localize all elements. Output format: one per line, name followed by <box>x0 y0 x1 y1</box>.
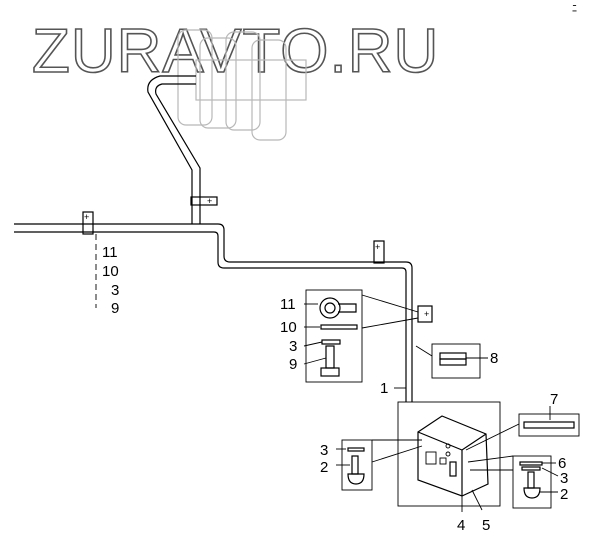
left-bolt-callout-2: 2 <box>320 459 328 476</box>
watermark-text: ZURAVTO.RU <box>32 17 439 86</box>
right-bolt-callout-2: 2 <box>560 486 568 503</box>
left-callout-9: 9 <box>111 300 119 317</box>
svg-text:+: + <box>207 196 212 206</box>
left-callout-11: 11 <box>102 244 118 261</box>
right-bolt-callout-3: 3 <box>560 470 568 487</box>
strip-callout: 7 <box>550 391 558 408</box>
clip-callout-9: 9 <box>289 356 297 373</box>
svg-text:+: + <box>375 242 380 252</box>
svg-text:+: + <box>84 212 89 222</box>
control-box-detail: 4 5 <box>397 401 501 534</box>
box-callout-5: 5 <box>482 517 490 534</box>
pipe-callout: 1 <box>380 380 388 397</box>
left-callout-3: 3 <box>111 282 119 299</box>
left-callout-stack: 11 10 3 9 <box>102 244 119 317</box>
strip-detail: 7 <box>465 391 580 451</box>
right-bolt-callout-6: 6 <box>558 455 566 472</box>
engine-block <box>177 29 307 141</box>
left-bolt-detail: 3 2 <box>320 439 423 491</box>
clip-callout-3: 3 <box>289 338 297 355</box>
clip-callout-11: 11 <box>280 296 296 313</box>
left-callout-10: 10 <box>102 263 119 280</box>
left-bolt-callout-3: 3 <box>320 442 328 459</box>
clip-callout-10: 10 <box>280 319 297 336</box>
pipe-line <box>14 75 413 402</box>
right-bolt-detail: 6 3 2 <box>467 455 568 509</box>
grommet-detail: 8 <box>415 343 498 379</box>
box-callout-4: 4 <box>457 517 465 534</box>
corner-mark: ﾆ <box>572 4 577 15</box>
svg-text:+: + <box>424 309 429 319</box>
grommet-callout: 8 <box>490 350 498 367</box>
pipe-clamps: + + + + <box>82 196 433 323</box>
clip-detail-box: 11 10 3 9 <box>280 289 419 383</box>
